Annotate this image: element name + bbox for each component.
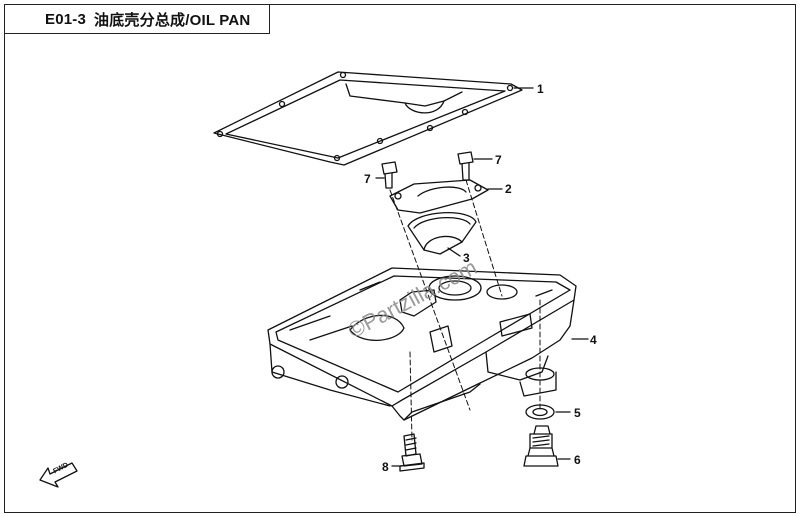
callout-3: 3 [463, 251, 470, 265]
forward-arrow-icon [39, 462, 78, 488]
strainer-plate-part-2 [389, 179, 489, 214]
callout-1: 1 [537, 82, 544, 96]
callout-7-left: 7 [364, 172, 371, 186]
callout-2: 2 [505, 182, 512, 196]
drain-bolt-part-6 [523, 425, 559, 467]
diagram-frame [4, 4, 796, 513]
washer-part-5 [525, 404, 555, 420]
callout-5: 5 [574, 406, 581, 420]
callout-7-right: 7 [495, 153, 502, 167]
diagram-title: 油底壳分总成/OIL PAN [94, 11, 251, 29]
oil-strainer-part-3 [407, 212, 477, 255]
callout-6: 6 [574, 453, 581, 467]
diagram-code: E01-3 [45, 10, 87, 28]
oil-pan-part-4 [267, 267, 577, 421]
bolt-part-7-right [457, 151, 474, 181]
pan-bolt-part-8 [399, 433, 425, 472]
bolt-part-7-left [381, 161, 398, 189]
callout-8: 8 [382, 460, 389, 474]
diagram-title-box: E01-3 油底壳分总成/OIL PAN [4, 4, 270, 34]
gasket-part-1 [213, 71, 523, 166]
callout-4: 4 [590, 333, 597, 347]
